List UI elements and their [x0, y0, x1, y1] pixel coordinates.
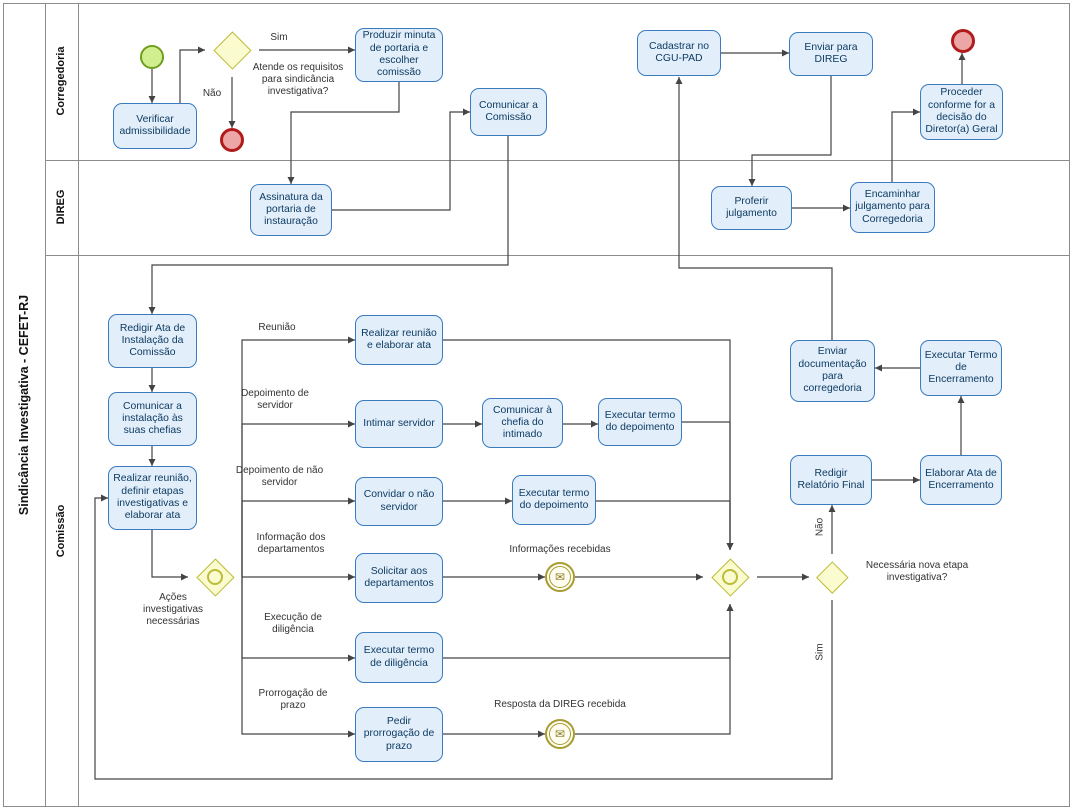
- label-resposta-direg: Resposta da DIREG recebida: [494, 699, 626, 710]
- lane-label-direg: DIREG: [55, 189, 67, 225]
- task-executar-termo-encerramento[interactable]: Executar Termo de Encerramento: [920, 340, 1002, 396]
- task-executar-termo-depoimento-1[interactable]: Executar termo do depoimento: [598, 398, 682, 446]
- task-assinatura-portaria[interactable]: Assinatura da portaria de instauração: [250, 184, 332, 236]
- end-event-final[interactable]: [951, 29, 975, 53]
- flow-enviardoc-to-cadastrar: [675, 77, 833, 340]
- message-event-informacoes[interactable]: ✉: [545, 562, 575, 592]
- edge-label-nao-loop: Não: [814, 517, 826, 537]
- flow-enviardireg-to-proferir: [748, 76, 832, 186]
- gateway-diamond: [815, 560, 848, 593]
- task-enviar-documentacao[interactable]: Enviar documentação para corregedoria: [790, 340, 875, 402]
- task-redigir-relatorio-final[interactable]: Redigir Relatório Final: [790, 455, 872, 505]
- label-informacoes-recebidas: Informações recebidas: [509, 544, 611, 555]
- task-verificar-admissibilidade[interactable]: Verificar admissibilidade: [113, 103, 197, 149]
- lane-label-corregedoria: Corregedoria: [55, 46, 67, 116]
- flow-gateway2-convidar: [241, 497, 355, 577]
- task-executar-termo-diligencia[interactable]: Executar termo de diligência: [355, 632, 443, 683]
- flow-verificar-to-gateway1: [179, 46, 205, 103]
- task-convidar-nao-servidor[interactable]: Convidar o não servidor: [355, 477, 443, 526]
- branch-label-reuniao: Reunião: [258, 322, 296, 333]
- gateway-acoes-diverge[interactable]: [195, 557, 234, 596]
- task-cadastrar-cgu-pad[interactable]: Cadastrar no CGU-PAD: [637, 30, 721, 76]
- edge-label-sim-loop: Sim: [814, 643, 826, 661]
- branch-label-prorrogacao-prazo: Prorrogação de prazo: [258, 688, 328, 711]
- task-pedir-prorrogacao[interactable]: Pedir prorrogação de prazo: [355, 707, 443, 762]
- task-comunicar-chefia-intimado[interactable]: Comunicar à chefia do intimado: [482, 398, 563, 448]
- flow-gateway2-prorrogacao: [241, 577, 355, 738]
- task-intimar-servidor[interactable]: Intimar servidor: [355, 400, 443, 448]
- gateway4-question-label: Necessária nova etapa investigativa?: [865, 560, 969, 583]
- task-encaminhar-julgamento[interactable]: Encaminhar julgamento para Corregedoria: [850, 182, 935, 233]
- edge-label-sim: Sim: [270, 32, 288, 43]
- branch-label-informacao-departamentos: Informação dos departamentos: [256, 532, 326, 555]
- branch-label-depoimento-nao-servidor: Depoimento de não servidor: [235, 465, 324, 488]
- flow-produzir-to-assinatura: [287, 82, 400, 184]
- task-comunicar-instalacao[interactable]: Comunicar a instalação às suas chefias: [108, 392, 197, 446]
- flow-encaminhar-to-proceder: [891, 108, 920, 182]
- gateway2-label: Ações investigativas necessárias: [142, 592, 204, 627]
- task-redigir-ata-instalacao[interactable]: Redigir Ata de Instalação da Comissão: [108, 314, 197, 368]
- flow-gateway4-sim-loop: [94, 494, 833, 780]
- pool-border: [3, 3, 1070, 807]
- task-realizar-reuniao-definir[interactable]: Realizar reunião, definir etapas investi…: [108, 466, 197, 530]
- task-realizar-reuniao-ata[interactable]: Realizar reunião e elaborar ata: [355, 315, 443, 365]
- task-proceder-conforme[interactable]: Proceder conforme for a decisão do Diret…: [920, 84, 1003, 140]
- inclusive-gateway-marker: [722, 569, 738, 585]
- task-executar-termo-depoimento-2[interactable]: Executar termo do depoimento: [512, 475, 596, 525]
- task-elaborar-ata-encerramento[interactable]: Elaborar Ata de Encerramento: [920, 455, 1002, 505]
- task-produzir-minuta[interactable]: Produzir minuta de portaria e escolher c…: [355, 28, 443, 82]
- branch-label-execucao-diligencia: Execução de diligência: [264, 612, 322, 635]
- flow-termo2-to-gateway3: [596, 500, 734, 550]
- branch-label-depoimento-servidor: Depoimento de servidor: [241, 388, 309, 411]
- message-icon: ✉: [554, 569, 566, 584]
- task-enviar-para-direg[interactable]: Enviar para DIREG: [789, 32, 873, 76]
- task-comunicar-comissao[interactable]: Comunicar a Comissão: [470, 88, 547, 136]
- flow-msg2-to-gateway3: [575, 604, 734, 735]
- flow-assinatura-to-comunicar: [332, 108, 470, 211]
- end-event-nao[interactable]: [220, 128, 244, 152]
- edge-label-nao: Não: [202, 88, 222, 99]
- message-event-resposta-direg[interactable]: ✉: [545, 719, 575, 749]
- pool-title: Sindicância Investigativa - CEFET-RJ: [17, 294, 31, 516]
- flow-realizardef-to-gateway2: [151, 530, 188, 581]
- gateway1-question-label: Atende os requisitos para sindicância in…: [252, 62, 344, 97]
- task-proferir-julgamento[interactable]: Proferir julgamento: [711, 186, 792, 230]
- task-solicitar-departamentos[interactable]: Solicitar aos departamentos: [355, 553, 443, 603]
- gateway-acoes-converge[interactable]: [710, 557, 749, 596]
- flow-termo1-to-gateway3: [682, 421, 734, 550]
- gateway-nova-etapa[interactable]: [815, 560, 848, 593]
- lane-label-comissao: Comissão: [55, 504, 67, 558]
- start-event[interactable]: [140, 45, 164, 69]
- flow-diligencia-to-gateway3: [443, 604, 734, 659]
- inclusive-gateway-marker: [207, 569, 223, 585]
- flow-comunicar-to-redigirata: [148, 136, 509, 314]
- message-icon: ✉: [554, 726, 566, 741]
